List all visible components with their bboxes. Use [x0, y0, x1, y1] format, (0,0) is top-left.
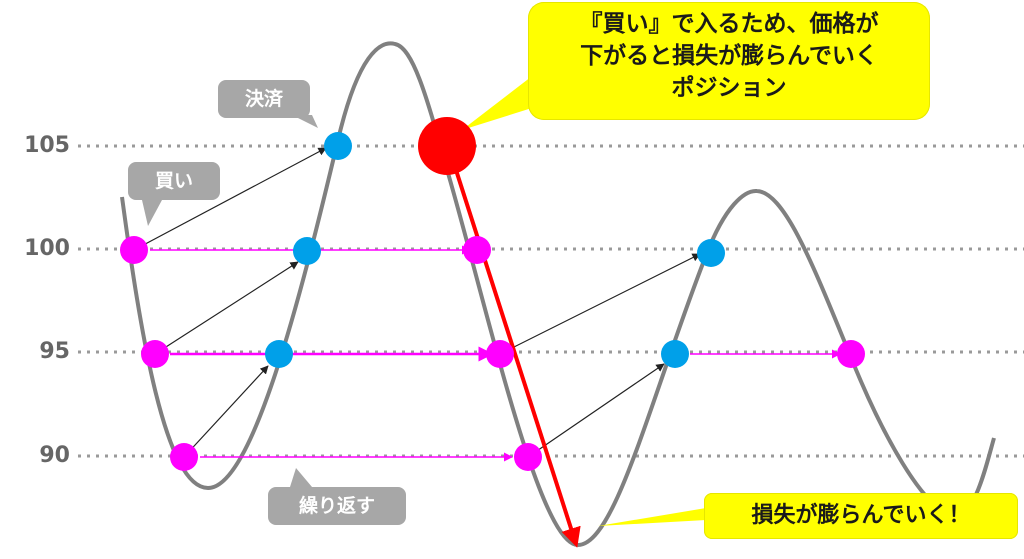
buy-point: [837, 340, 865, 368]
price-label-100: 100: [24, 236, 70, 261]
buy-tag: 買い: [128, 162, 220, 200]
price-label-105: 105: [24, 133, 70, 158]
arrow-settle-4: [499, 253, 701, 355]
settle-tag: 決済: [218, 80, 310, 118]
buy-point: [141, 340, 169, 368]
position-explanation-callout: 『買い』で入るため、価格が 下がると損失が膨らんでいく ポジション: [528, 2, 930, 120]
settle-point: [293, 237, 321, 265]
buy-point: [486, 340, 514, 368]
repeat-tag: 繰り返す: [268, 487, 406, 525]
callout-line-1: 『買い』で入るため、価格が: [579, 11, 879, 37]
price-label-90: 90: [39, 443, 70, 468]
repeat-tag-pointer: [290, 468, 312, 487]
arrow-settle-5: [527, 363, 665, 458]
arrow-settle-3: [183, 365, 269, 458]
loss-callout: 損失が膨らんでいく！: [704, 493, 1018, 539]
settle-point: [324, 132, 352, 160]
buy-point: [463, 236, 491, 264]
callout-line-3: ポジション: [671, 75, 787, 101]
buy-tag-pointer: [142, 200, 162, 226]
settle-point: [661, 340, 689, 368]
entry-point: [418, 117, 476, 175]
buy-point: [514, 443, 542, 471]
settle-point: [265, 340, 293, 368]
buy-point: [120, 236, 148, 264]
loss-arrow: [454, 169, 581, 548]
arrow-settle-1: [133, 147, 327, 251]
price-label-95: 95: [39, 339, 70, 364]
loss-callout-pointer: [598, 508, 706, 526]
settle-tag-pointer: [292, 115, 318, 128]
settle-point: [697, 239, 725, 267]
callout-line-2: 下がると損失が膨らんでいく: [580, 43, 878, 69]
arrow-settle-2: [154, 261, 299, 355]
buy-point: [170, 443, 198, 471]
